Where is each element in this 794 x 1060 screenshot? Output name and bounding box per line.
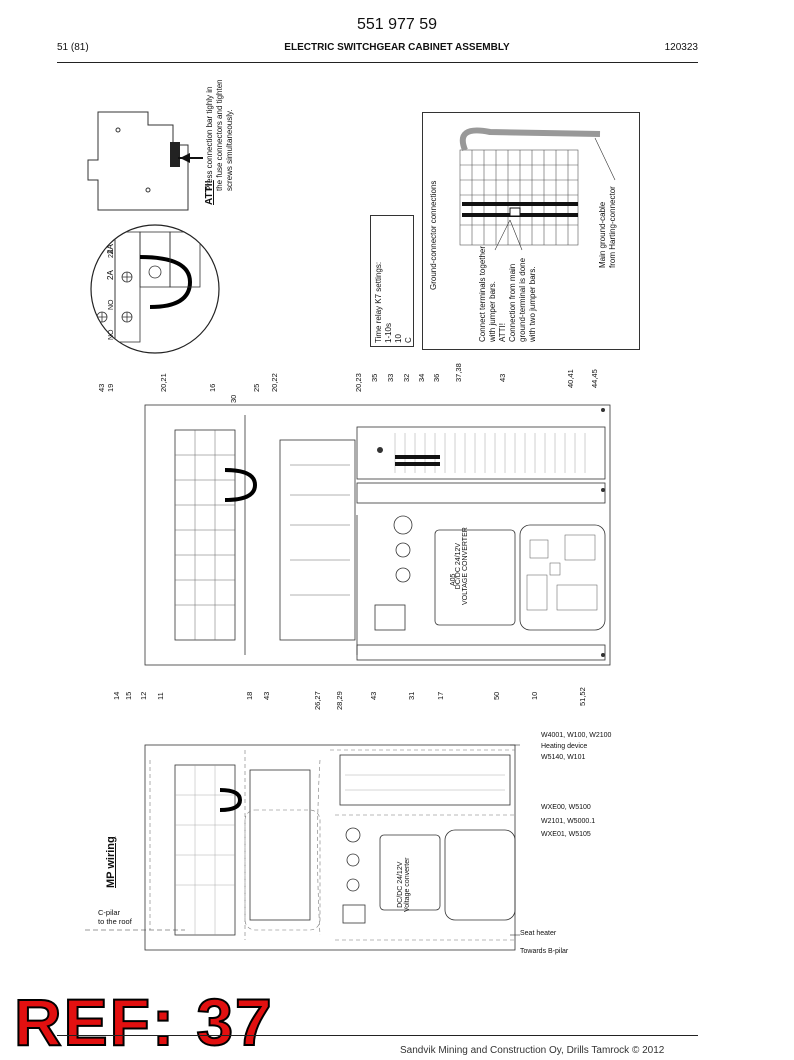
- callout-bottom-6: 26,27: [313, 691, 322, 710]
- callout-top-3: 16: [208, 383, 217, 392]
- document-number: 551 977 59: [356, 16, 438, 33]
- callout-bottom-7: 28,29: [335, 691, 344, 710]
- towards-b-pillar-label: Towards B-pilar: [520, 948, 569, 955]
- callout-bottom-2: 12: [139, 691, 148, 700]
- callout-bottom-0: 14: [112, 691, 121, 700]
- callout-top-13: 37,38: [454, 363, 463, 382]
- callout-bottom-4: 18: [245, 691, 254, 700]
- mp-label-0: W4001, W100, W2100: [541, 732, 612, 739]
- callout-top-10: 32: [402, 373, 411, 382]
- mp-wiring-title: MP wiring: [105, 836, 117, 888]
- fuse-label-2a-2: 2A: [106, 270, 115, 280]
- footer-copyright: Sandvik Mining and Construction Oy, Dril…: [400, 1045, 665, 1056]
- c-pillar-label: C-pilar to the roof: [98, 908, 132, 926]
- mp-label-4: W2101, W5000.1: [541, 818, 596, 825]
- page-title: ELECTRIC SWITCHGEAR CABINET ASSEMBLY: [284, 42, 510, 53]
- fuse-label-2a-top: 2A: [108, 249, 115, 258]
- fuse-label-2a-1: 2A: [106, 244, 115, 254]
- callout-bottom-9: 31: [407, 691, 416, 700]
- mp-label-1: Heating device: [541, 743, 588, 750]
- atti-note: ATTI! Press connection bar tighly in the…: [204, 79, 235, 205]
- converter-tag: A05: [450, 573, 457, 586]
- mp-label-5: WXE01, W5105: [541, 831, 591, 838]
- callout-top-14: 43: [498, 373, 507, 382]
- seat-heater-label: Seat heater: [520, 930, 557, 937]
- header-date: 120323: [664, 42, 698, 53]
- fuse-label-no-1: NO: [108, 299, 115, 311]
- callout-top-1: 19: [106, 383, 115, 392]
- ground-connector-title: Ground-connector connections: [429, 180, 438, 290]
- cabinet-layout-drawing: [144, 404, 611, 666]
- callout-top-16: 44,45: [590, 369, 599, 388]
- mp-wiring-drawing: [85, 744, 520, 951]
- callout-top-5: 25: [252, 383, 261, 392]
- callout-bottom-13: 51,52: [578, 687, 587, 706]
- callout-top-6: 20,22: [270, 373, 279, 392]
- callout-top-15: 40,41: [566, 369, 575, 388]
- callout-bottom-1: 15: [124, 691, 133, 700]
- callout-bottom-5: 43: [262, 691, 271, 700]
- callout-bottom-11: 50: [492, 691, 501, 700]
- time-relay-box: [370, 215, 414, 347]
- fuse-label-no-2: NO: [108, 329, 115, 341]
- main-ground-cable-note: Main ground-cable from Harting-connector: [598, 186, 617, 268]
- connect-terminals-note: Connect terminals together with jumper b…: [478, 245, 537, 342]
- mp-converter-label: DC/DC 24/12V Voltage converter: [397, 857, 411, 912]
- header-divider: [57, 62, 698, 63]
- footer-divider: [57, 1035, 698, 1036]
- ground-connector-box: [422, 112, 640, 350]
- callout-bottom-3: 11: [156, 692, 165, 700]
- callout-top-2: 20,21: [159, 373, 168, 392]
- fuse-detail-circle: 2A 2A: [90, 224, 220, 354]
- atti-press-text: Press connection bar tighly in the fuse …: [205, 79, 234, 191]
- page-number: 51 (81): [57, 42, 89, 53]
- ground-terminal-drawing: [459, 127, 616, 251]
- ref-stamp: REF: 37: [13, 984, 274, 1060]
- callout-top-0: 43: [97, 383, 106, 392]
- callout-top-4: 30: [229, 394, 238, 403]
- callout-top-8: 35: [370, 373, 379, 382]
- callout-top-11: 34: [417, 373, 426, 382]
- mp-label-3: WXE00, W5100: [541, 804, 591, 811]
- callout-top-7: 20,23: [354, 373, 363, 392]
- fuse-holder-sketch: [87, 111, 203, 211]
- callout-bottom-8: 43: [369, 691, 378, 700]
- callout-top-9: 33: [386, 373, 395, 382]
- mp-label-2: W5140, W101: [541, 754, 586, 761]
- callout-top-12: 36: [432, 373, 441, 382]
- callout-bottom-10: 17: [436, 691, 445, 700]
- callout-bottom-12: 10: [530, 691, 539, 700]
- time-relay-settings: Time relay K7 settings: 1-10s 10 C: [374, 261, 413, 343]
- converter-label: DC/DC 24/12V VOLTAGE CONVERTER: [455, 527, 469, 605]
